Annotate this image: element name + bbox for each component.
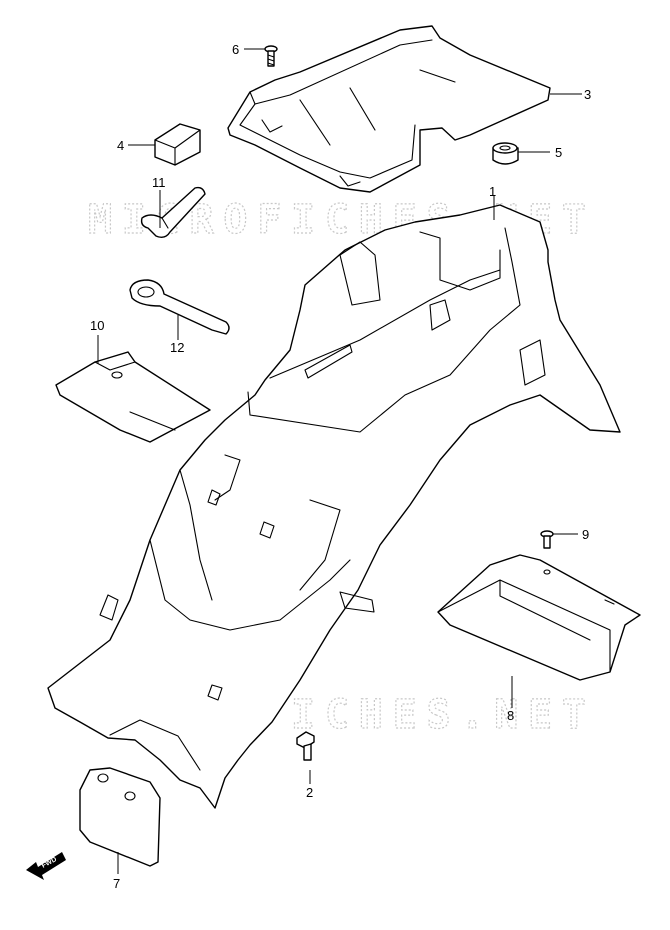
callout-12: 12 xyxy=(170,340,184,355)
callout-7: 7 xyxy=(113,876,120,891)
part-1-rear-fender[interactable] xyxy=(47,204,621,809)
part-2-bolt[interactable] xyxy=(296,731,315,761)
part-11-tool[interactable] xyxy=(140,186,206,239)
callout-labels: 1 2 3 4 5 6 7 8 9 10 11 12 xyxy=(90,42,591,891)
part-5-grommet[interactable] xyxy=(492,142,519,165)
part-9-bolt[interactable] xyxy=(540,530,554,549)
part-10-pouch[interactable] xyxy=(55,351,211,443)
callout-2: 2 xyxy=(306,785,313,800)
part-6-bolt[interactable] xyxy=(264,45,278,67)
callout-5: 5 xyxy=(555,145,562,160)
callout-9: 9 xyxy=(582,527,589,542)
fwd-direction-arrow: FWD xyxy=(26,852,66,880)
callout-6: 6 xyxy=(232,42,239,57)
callout-10: 10 xyxy=(90,318,104,333)
callout-8: 8 xyxy=(507,708,514,723)
callout-4: 4 xyxy=(117,138,124,153)
part-3-tray-cover[interactable] xyxy=(227,25,551,193)
callout-11: 11 xyxy=(152,175,166,190)
part-4-block[interactable] xyxy=(154,123,201,166)
callout-1: 1 xyxy=(489,184,496,199)
callout-3: 3 xyxy=(584,87,591,102)
leader-lines xyxy=(97,48,582,874)
part-7-flap[interactable] xyxy=(79,767,161,867)
part-8-tray[interactable] xyxy=(437,554,641,681)
part-12-spanner[interactable] xyxy=(129,279,230,335)
